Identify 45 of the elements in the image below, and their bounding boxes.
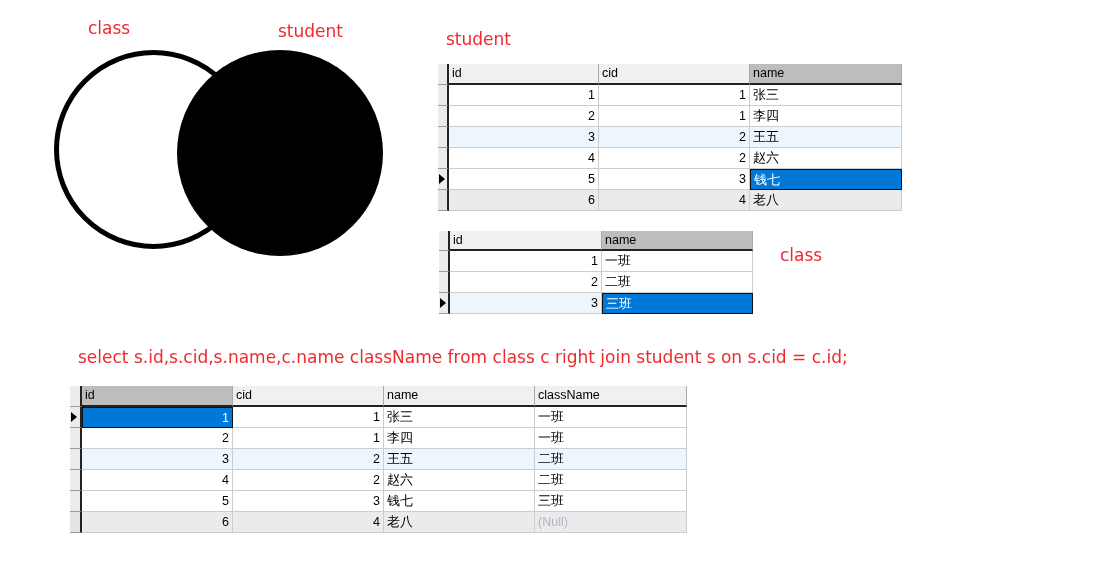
column-header: cid [599,64,750,85]
set-label: class [88,18,131,38]
table-cell: 3 [82,449,233,470]
table-cell: 三班 [602,293,753,314]
column-header: id [449,64,599,85]
table-cell: 老八 [384,512,535,533]
table-cell: 1 [599,85,750,106]
table-cell: 张三 [750,85,902,106]
table-cell: 2 [599,127,750,148]
table-cell: 一班 [535,407,687,428]
table-cell: 二班 [535,449,687,470]
table-cell: 4 [449,148,599,169]
column-header: name [750,64,902,85]
table-cell: 一班 [602,251,753,272]
table-cell: 1 [450,251,602,272]
table-cell: 王五 [750,127,902,148]
table-title: class [780,245,823,265]
table-cell: 4 [599,190,750,211]
table-cell: 2 [233,470,384,491]
table-cell: 二班 [535,470,687,491]
table-cell: 6 [82,512,233,533]
sql-query: select s.id,s.cid,s.name,c.name className from class c right join student s on s.cid = c.id; [78,347,848,367]
table-title: student [446,29,511,49]
set-label: student [278,21,343,41]
table-cell: 赵六 [384,470,535,491]
table-cell: 2 [599,148,750,169]
column-header: className [535,386,687,407]
column-header: id [82,386,233,407]
table-cell: 张三 [384,407,535,428]
table-cell: 4 [233,512,384,533]
table-cell: 3 [449,127,599,148]
table-cell: 老八 [750,190,902,211]
table-cell: 1 [82,407,233,428]
column-header: cid [233,386,384,407]
table-cell: 4 [82,470,233,491]
table-cell: 6 [449,190,599,211]
table-cell: 2 [233,449,384,470]
table-cell: 1 [449,85,599,106]
column-header: id [450,231,602,251]
table-cell: 1 [233,407,384,428]
column-header: name [602,231,753,251]
table-cell: 3 [450,293,602,314]
table-cell: 王五 [384,449,535,470]
table-cell: 钱七 [750,169,902,190]
column-header: name [384,386,535,407]
